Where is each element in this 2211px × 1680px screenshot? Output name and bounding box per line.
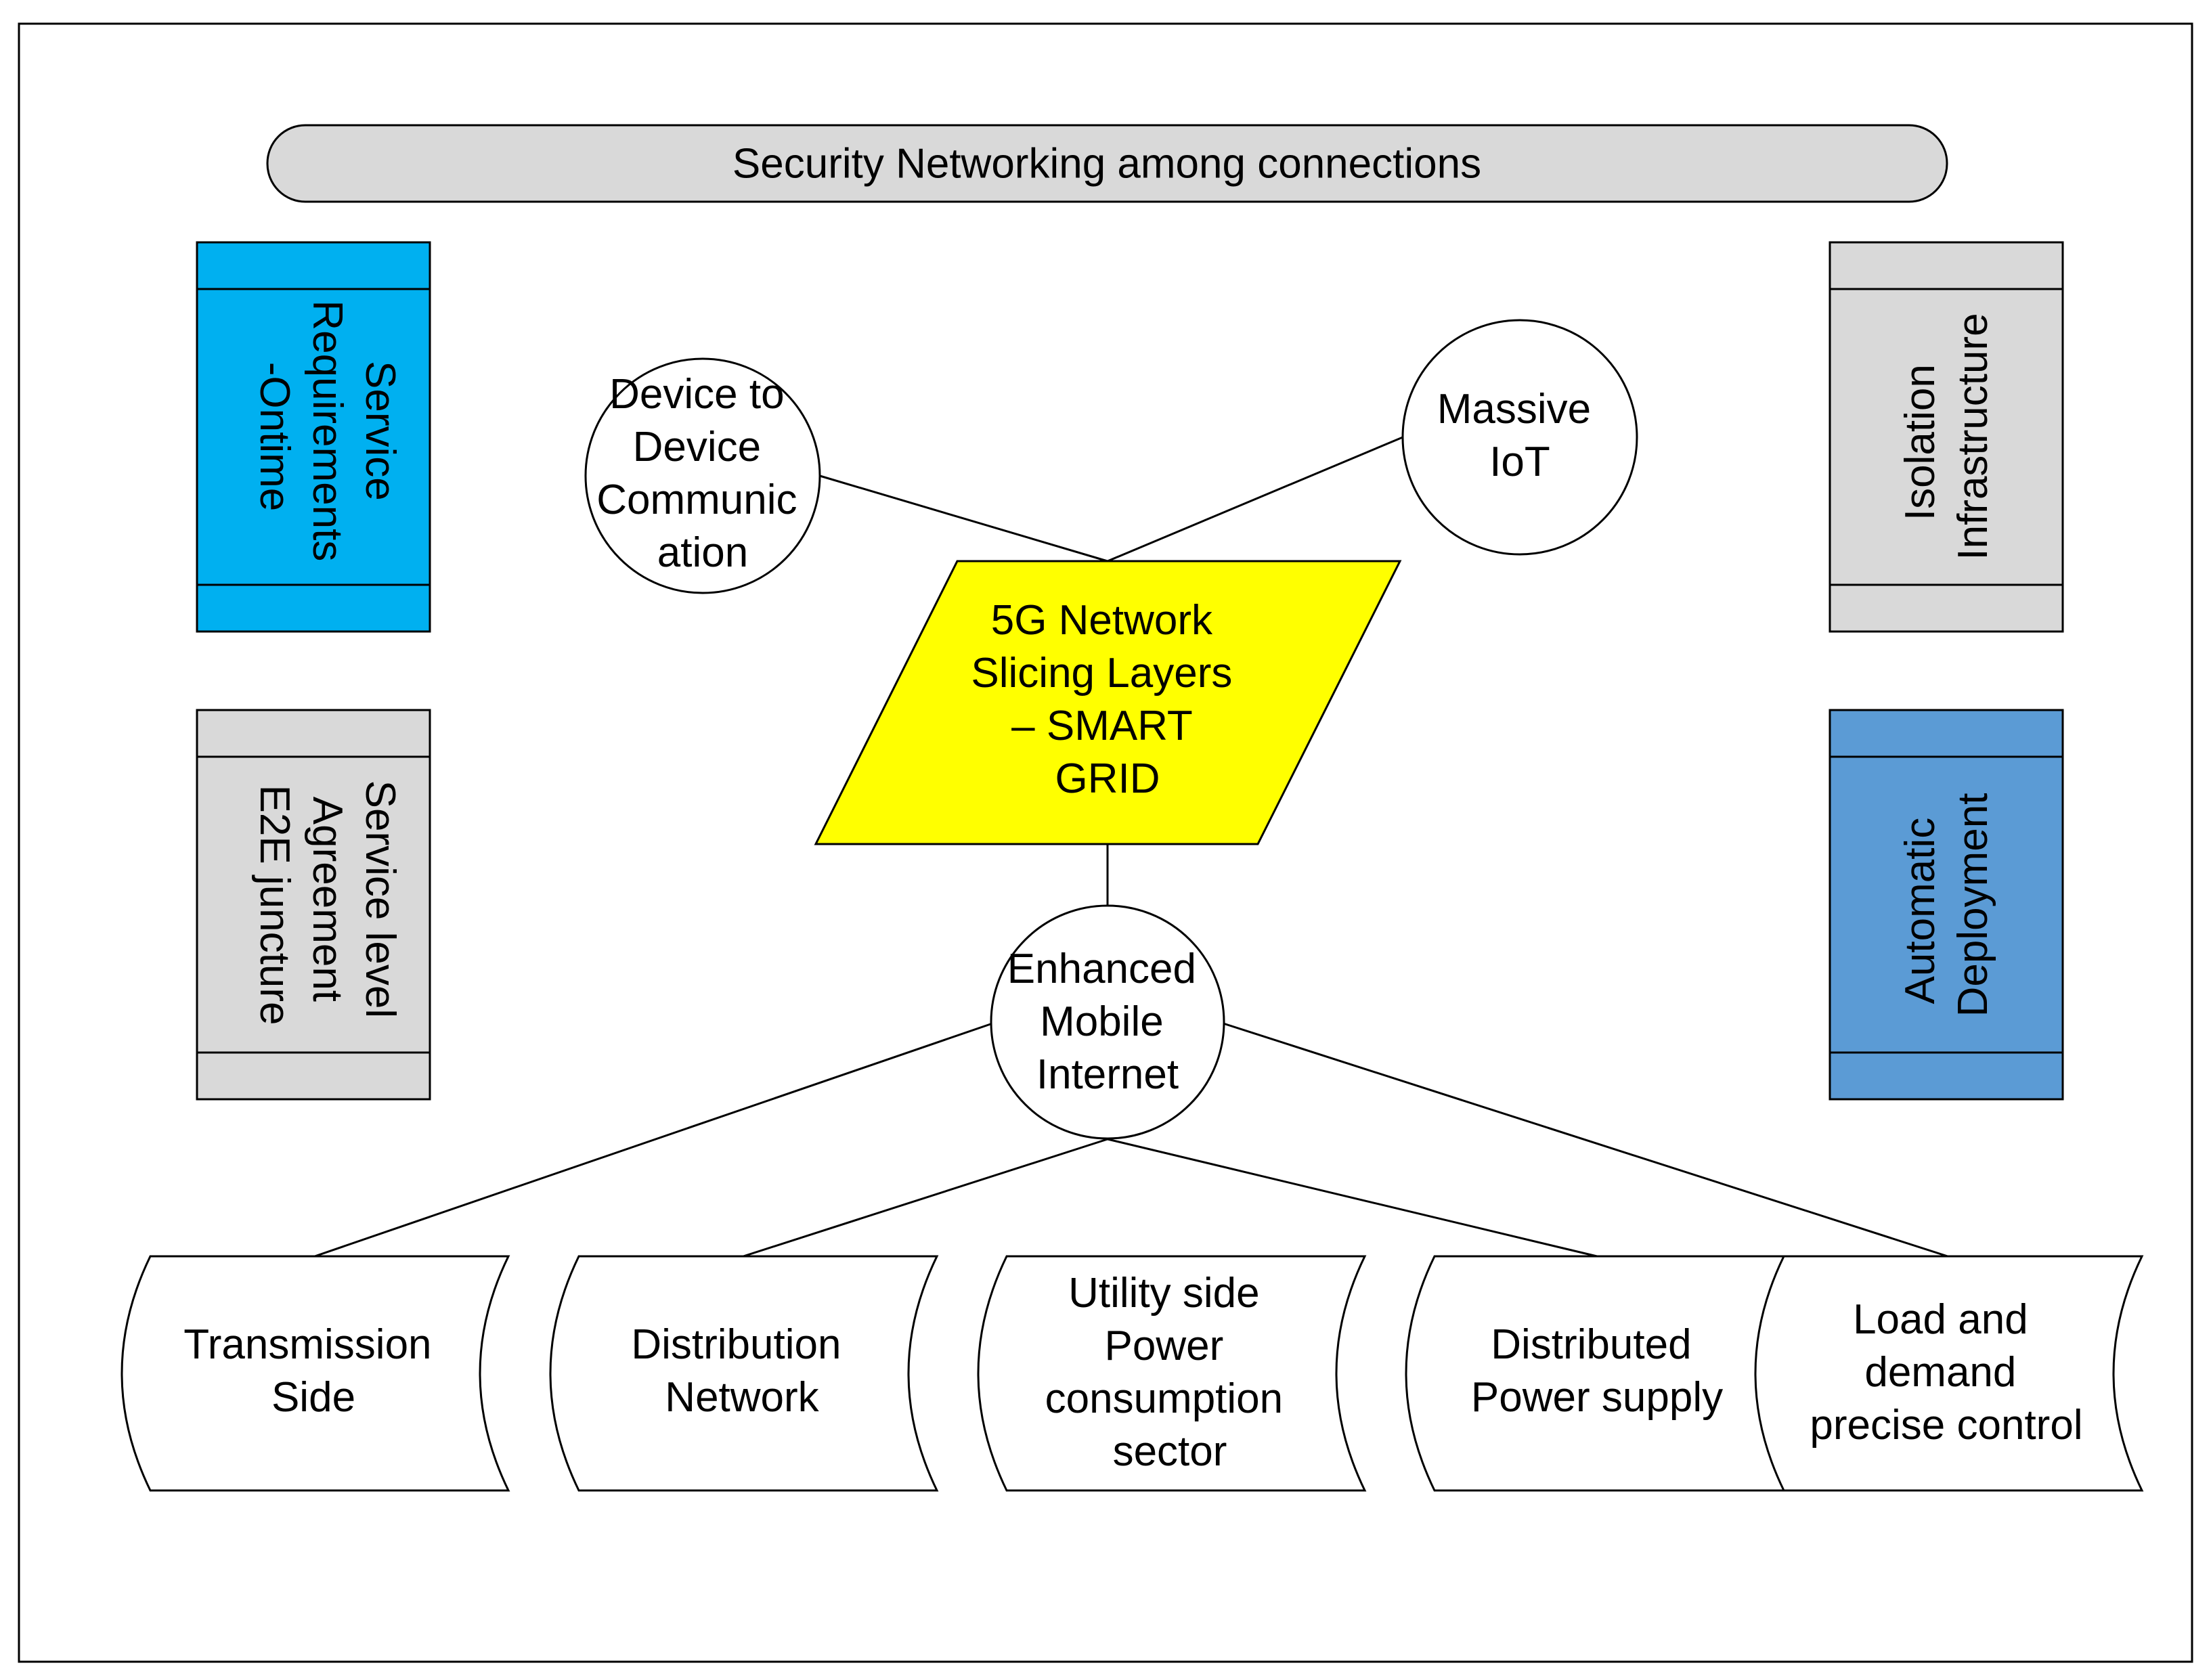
panel-service-level-box [196,709,431,1101]
storage-node-line: Network [665,1374,819,1421]
center-text-line: – SMART [1011,703,1192,749]
storage-node-line: sector [1113,1428,1227,1475]
storage-node-transmission: Transmission Side [121,1255,510,1492]
panel-automatic: Automatic Deployment [1829,709,2064,1101]
panel-service-level-text: Service level Agreement E2E juncture [251,780,403,1030]
circle-text-line: Mobile [1040,998,1164,1045]
center-5g-slicing: 5G Network Slicing Layers – SMART GRID [814,560,1402,845]
center-5g-slicing-shape [814,560,1402,845]
storage-node-line: Side [271,1374,355,1421]
storage-node-text: Transmission Side [183,1321,443,1421]
circle-text-line: Enhanced [1007,946,1196,992]
storage-node-shape [1405,1255,1795,1492]
center-text-line: Slicing Layers [971,650,1232,697]
storage-node-shape [549,1255,939,1492]
circle-enhanced-mobile-text: Enhanced Mobile Internet [1007,946,1208,1098]
panel-text-line: Service [357,361,403,501]
circle-enhanced-mobile-shape [990,904,1225,1140]
panel-automatic-text: Automatic Deployment [1897,793,1996,1017]
outer-frame [18,22,2193,1663]
connector-iot-center [1107,436,1403,562]
panel-text-line: Requirements [304,300,351,561]
panel-text-line: Agreement [304,797,351,1002]
storage-node-line: Distributed [1491,1321,1691,1368]
storage-node-utility: Utility side Power consumption sector [977,1255,1367,1492]
banner-shape [266,124,1948,203]
connector-embb-distributed [1107,1138,1598,1258]
circle-device-to-device: Device to Device Communic ation [584,357,821,594]
circle-text-line: Communic [596,477,797,523]
storage-node-line: consumption [1045,1375,1284,1422]
panel-isolation: Isolation Infrastructure [1829,241,2064,633]
storage-node-shape [1754,1255,2144,1492]
storage-node-line: Transmission [183,1321,431,1368]
connector-d2d-center [819,474,1108,562]
circle-device-to-device-text: Device to Device Communic ation [596,371,809,576]
panel-text-line: Infrastructure [1950,313,1996,560]
storage-node-text: Load and demand precise control [1810,1296,2082,1449]
panel-text-line: Isolation [1897,364,1944,521]
center-5g-slicing-text: 5G Network Slicing Layers – SMART GRID [971,597,1244,802]
panel-text-line: E2E juncture [251,785,298,1025]
panel-text-line: Deployment [1950,793,1996,1017]
circle-text-line: ation [657,529,748,576]
panel-service-requirements: Service Requirements -Ontime [196,241,431,633]
circle-text-line: Massive [1437,386,1591,433]
circle-enhanced-mobile: Enhanced Mobile Internet [990,904,1225,1140]
storage-node-line: Distribution [631,1321,841,1368]
banner-label: Security Networking among connections [732,141,1481,187]
connector-embb-transmission [314,1022,993,1258]
connector-embb-load [1223,1022,1948,1258]
panel-text-line: Automatic [1897,818,1944,1004]
panel-service-level: Service level Agreement E2E juncture [196,709,431,1101]
panel-isolation-text: Isolation Infrastructure [1897,313,1996,560]
storage-node-line: Load and [1853,1296,2028,1343]
circle-text-line: Internet [1036,1051,1179,1098]
connectors [314,436,1948,1258]
storage-node-distributed: Distributed Power supply [1405,1255,1795,1492]
storage-node-shape [977,1255,1367,1492]
security-networking-banner: Security Networking among connections [266,124,1948,203]
center-text-line: 5G Network [991,597,1213,644]
panel-automatic-box [1829,709,2064,1101]
panel-isolation-box [1829,241,2064,633]
storage-node-text: Distributed Power supply [1471,1321,1723,1421]
storage-node-distribution: Distribution Network [549,1255,939,1492]
connector-embb-distribution [743,1138,1108,1258]
storage-node-line: demand [1864,1349,2016,1396]
panel-text-line: Service level [357,780,403,1018]
panel-text-line: -Ontime [251,362,298,511]
circle-massive-iot-shape [1401,319,1638,556]
center-text-line: GRID [1055,755,1160,802]
storage-node-line: Power [1105,1323,1224,1369]
circle-text-line: Device to [609,371,784,418]
circle-text-line: IoT [1489,439,1550,485]
storage-node-line: Utility side [1068,1270,1260,1317]
storage-node-shape [121,1255,510,1492]
panel-service-requirements-text: Service Requirements -Ontime [251,300,403,573]
storage-node-line: precise control [1810,1402,2082,1449]
circle-massive-iot: Massive IoT [1401,319,1638,556]
storage-node-text: Distribution Network [631,1321,852,1421]
circle-text-line: Device [633,424,762,470]
storage-node-load: Load and demand precise control [1754,1255,2144,1492]
circle-massive-iot-text: Massive IoT [1437,386,1603,485]
panel-service-requirements-box [196,241,431,633]
circle-device-to-device-shape [584,357,821,594]
storage-node-text: Utility side Power consumption sector [1045,1270,1295,1475]
storage-node-line: Power supply [1471,1374,1723,1421]
